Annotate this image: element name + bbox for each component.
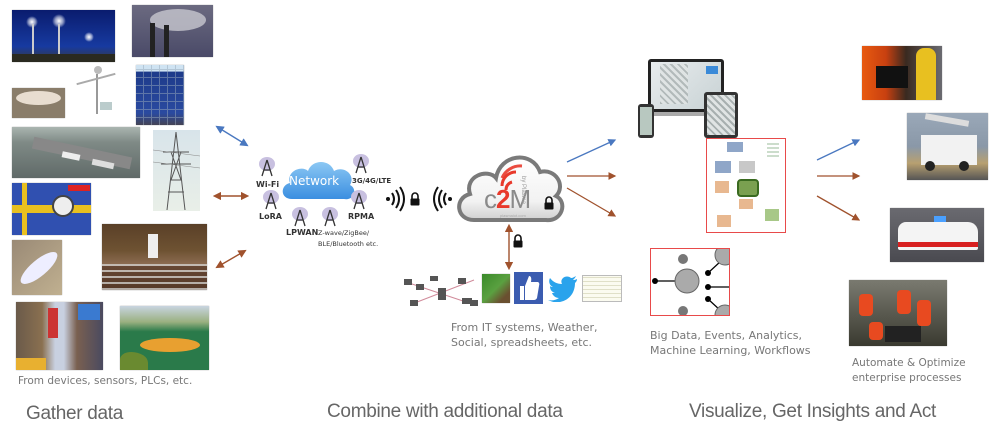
arrow-bidirectional-blue: [215, 125, 249, 147]
visualize-caption-line2: Machine Learning, Workflows: [650, 344, 811, 357]
c2m-logo-c: c: [484, 184, 497, 214]
solar-panels-image: [136, 65, 184, 125]
c2m-logo-2: 2: [496, 184, 511, 214]
lock-icon: [410, 192, 420, 206]
firefighter-image: [862, 46, 942, 100]
analytics-graph-image: [650, 248, 730, 316]
network-cloud-label: Network: [289, 174, 340, 188]
ambulance-image: [890, 208, 984, 262]
sources-arrow: [504, 223, 514, 271]
antenna-tower-icon: [351, 190, 367, 210]
dam-spillway-image: [12, 240, 62, 295]
visualize-title: Visualize, Get Insights and Act: [689, 401, 936, 422]
act-caption-line1: Automate & Optimize: [852, 357, 966, 369]
spreadsheet-icon: [582, 275, 622, 302]
network-cloud-icon: [282, 162, 355, 200]
act-caption-line2: enterprise processes: [852, 372, 962, 384]
combine-caption-line2: Social, spreadsheets, etc.: [451, 336, 592, 349]
c2m-signal-arcs-icon: [500, 164, 523, 191]
c2m-site-label: plasmaiot.com: [500, 213, 526, 218]
antenna-tower-icon: [263, 190, 279, 210]
facebook-like-icon: [514, 272, 543, 304]
it-network-icon: [404, 276, 478, 306]
weather-station-image: [70, 66, 122, 118]
highway-traffic-image: [12, 127, 140, 178]
assembly-hall-image: [102, 224, 207, 290]
combine-caption-line1: From IT systems, Weather,: [451, 321, 598, 334]
utility-truck-image: [907, 113, 988, 180]
arrow-blue: [816, 139, 861, 161]
protocol-zwave-label: Z-wave/ZigBee/ BLE/Bluetooth etc.: [318, 229, 379, 248]
protocol-wifi-label: Wi-Fi: [256, 180, 280, 189]
lock-icon: [544, 196, 554, 210]
arrow-bidirectional-brown: [215, 249, 247, 269]
c2m-logo-m: M: [509, 184, 531, 214]
street-lights-image: [12, 10, 115, 62]
gather-title: Gather data: [26, 403, 124, 424]
visualize-caption-line1: Big Data, Events, Analytics,: [650, 329, 803, 342]
lock-icon: [513, 234, 523, 248]
weather-image: [482, 274, 510, 303]
playground-image: [120, 306, 209, 370]
platform-output-arrows: [566, 139, 617, 217]
smokestacks-image: [132, 5, 213, 57]
city-street-image: [16, 302, 103, 370]
protocol-lte-label: 3G/4G/LTE: [352, 177, 392, 185]
antenna-tower-icon: [322, 207, 338, 227]
c2m-cloud-icon: [457, 155, 565, 223]
water-tank-image: [12, 88, 65, 118]
action-arrows: [816, 139, 861, 221]
protocol-lpwan-label: LPWAN: [286, 228, 319, 237]
protocol-lora-label: LoRA: [259, 212, 282, 221]
workflow-diagram-image: [706, 138, 786, 233]
antenna-tower-icon: [259, 157, 275, 177]
combine-title: Combine with additional data: [327, 401, 563, 422]
protocol-rpma-label: RPMA: [348, 212, 375, 221]
road-crew-image: [849, 280, 947, 346]
arrow-brown: [816, 195, 861, 221]
gather-caption: From devices, sensors, PLCs, etc.: [18, 375, 193, 387]
twitter-icon: [548, 276, 577, 302]
antenna-tower-icon: [292, 207, 308, 227]
wireless-signal-out-icon: [386, 186, 405, 212]
dashboard-devices-image: [638, 56, 750, 138]
c2m-by-label: by Plasma: [520, 176, 526, 205]
gather-arrows: [212, 125, 250, 269]
arrow-brown: [566, 187, 617, 217]
power-pylon-image: [153, 130, 200, 211]
c2m-logo: c2M: [484, 184, 531, 215]
wireless-signal-in-icon: [433, 186, 452, 212]
arrow-blue: [566, 139, 617, 163]
antenna-tower-icon: [353, 154, 369, 174]
pipeline-valves-image: [12, 183, 91, 235]
